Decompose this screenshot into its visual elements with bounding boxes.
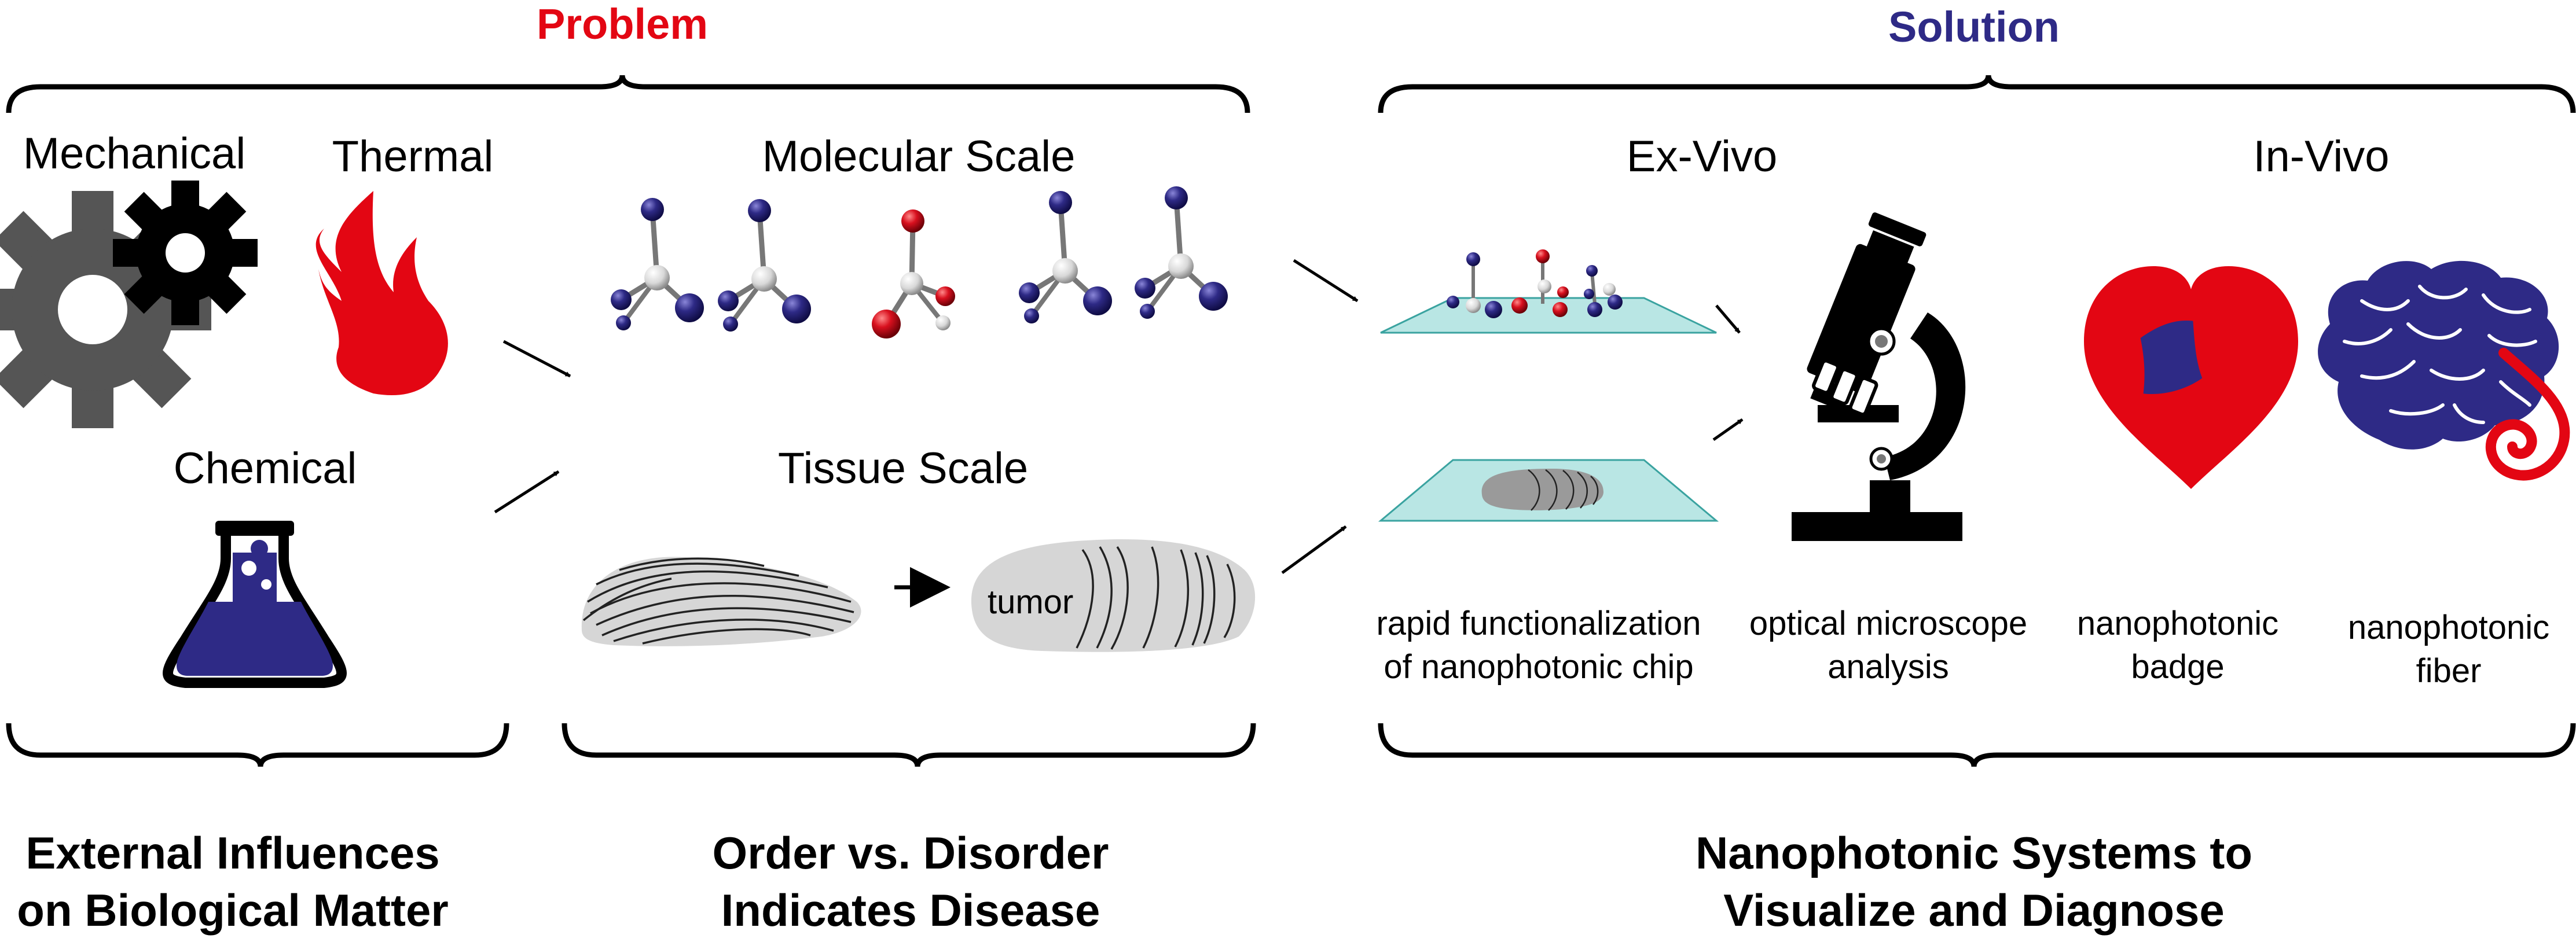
molecule-icon [1019, 191, 1112, 323]
molecule-icon [718, 199, 811, 332]
solution-brace [1378, 75, 2576, 113]
badge-caption-line2: badge [2131, 648, 2225, 686]
systems-brace [1378, 723, 2576, 767]
molecule-icon [1135, 186, 1228, 319]
external-summary-line2: on Biological Matter [17, 885, 449, 936]
tissue-icon [581, 557, 861, 646]
chip-slide-icon [1380, 249, 1717, 334]
chip-caption: rapid functionalization of nanophotonic … [1365, 602, 1712, 689]
scope-caption-line2: analysis [1828, 648, 1949, 686]
flask-icon [163, 521, 347, 688]
arrow-to-molecular [502, 340, 571, 378]
order-brace [562, 723, 1256, 767]
scope-caption-line1: optical microscope [1749, 605, 2028, 642]
systems-summary-line1: Nanophotonic Systems to [1695, 827, 2253, 878]
badge-caption: nanophotonic badge [2068, 602, 2288, 689]
molecule-red-icon [872, 209, 955, 338]
mechanical-label: Mechanical [23, 129, 246, 178]
chip-caption-line1: rapid functionalization [1376, 605, 1701, 642]
problem-brace [6, 75, 1250, 113]
arrow-to-tissue-slide [1281, 525, 1347, 575]
chemical-label: Chemical [173, 444, 357, 493]
external-influences-summary: External Influences on Biological Matter [0, 825, 482, 939]
tumor-tissue-icon [971, 539, 1256, 652]
order-summary-line1: Order vs. Disorder [712, 827, 1109, 878]
solution-header: Solution [1888, 3, 2060, 51]
scope-caption: optical microscope analysis [1738, 602, 2039, 689]
flame-icon [315, 191, 448, 396]
brain-icon [2318, 260, 2570, 481]
tumor-label: tumor [988, 583, 1074, 621]
molecular-scale-label: Molecular Scale [762, 132, 1076, 181]
heart-icon [2084, 266, 2298, 489]
in-vivo-label: In-Vivo [2253, 132, 2390, 181]
order-disorder-summary: Order vs. Disorder Indicates Disease [662, 825, 1159, 939]
arrow-to-tissue [494, 470, 560, 514]
molecule-icon [611, 198, 704, 330]
arrow-to-chip [1293, 259, 1359, 303]
fiber-caption-line1: nanophotonic [2347, 609, 2550, 646]
systems-summary-line2: Visualize and Diagnose [1723, 885, 2225, 936]
thermal-label: Thermal [332, 132, 494, 181]
fiber-caption: nanophotonic fiber [2339, 606, 2559, 693]
fiber-caption-line2: fiber [2416, 652, 2482, 690]
external-summary-line1: External Influences [25, 827, 440, 878]
tissue-scale-label: Tissue Scale [777, 444, 1029, 493]
arrow-tissue-to-scope [1712, 418, 1744, 441]
gear-small-icon [113, 181, 258, 325]
order-summary-line2: Indicates Disease [721, 885, 1100, 936]
tissue-slide-icon [1378, 459, 1719, 522]
microscope-icon [1792, 212, 1966, 541]
external-brace [6, 723, 509, 767]
problem-header: Problem [536, 0, 709, 48]
arrow-chip-to-scope [1715, 304, 1741, 334]
chip-caption-line2: of nanophotonic chip [1384, 648, 1694, 686]
ex-vivo-label: Ex-Vivo [1626, 132, 1778, 181]
nanophotonic-systems-summary: Nanophotonic Systems to Visualize and Di… [1656, 825, 2292, 939]
badge-caption-line1: nanophotonic [2076, 605, 2279, 642]
